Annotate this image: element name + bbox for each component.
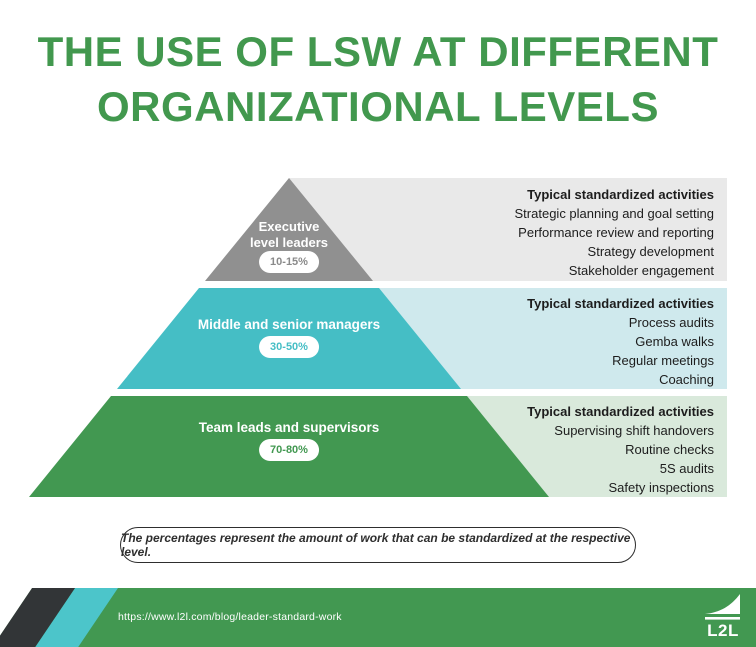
- activity-item: Gemba walks: [635, 334, 714, 349]
- activity-item: Strategy development: [587, 244, 714, 259]
- page-title-line2: ORGANIZATIONAL LEVELS: [97, 83, 659, 130]
- activity-item: Regular meetings: [612, 353, 714, 368]
- percent-badge-teamleads: 70-80%: [259, 439, 319, 461]
- activities-title: Typical standardized activities: [527, 404, 714, 419]
- footnote-box: The percentages represent the amount of …: [120, 527, 636, 563]
- tier-label-executive: Executive level leaders: [250, 219, 328, 251]
- tier-label-teamleads: Team leads and supervisors: [198, 420, 380, 435]
- footer-bar: https://www.l2l.com/blog/leader-standard…: [0, 588, 756, 647]
- activity-item: Supervising shift handovers: [554, 423, 714, 438]
- l2l-logo-ramp-icon: [705, 594, 740, 614]
- page-title: THE USE OF LSW AT DIFFERENT ORGANIZATION…: [0, 24, 756, 134]
- activity-item: Performance review and reporting: [518, 225, 714, 240]
- activity-item: 5S audits: [659, 461, 714, 476]
- l2l-logo-underline: [705, 617, 740, 620]
- source-url: https://www.l2l.com/blog/leader-standard…: [118, 611, 342, 623]
- activity-item: Strategic planning and goal setting: [514, 206, 714, 221]
- activity-item: Safety inspections: [608, 480, 714, 495]
- activities-title: Typical standardized activities: [527, 296, 714, 311]
- activity-item: Coaching: [659, 372, 714, 387]
- activity-item: Routine checks: [625, 442, 714, 457]
- activities-band-executive: Typical standardized activities Strategi…: [289, 178, 727, 281]
- footnote-text: The percentages represent the amount of …: [121, 531, 631, 559]
- activity-item: Stakeholder engagement: [568, 263, 714, 278]
- l2l-logo: L2L: [705, 594, 740, 640]
- percent-badge-managers: 30-50%: [259, 336, 319, 358]
- tier-label-line1: Executive: [258, 219, 320, 234]
- percent-badge-executive: 10-15%: [259, 251, 319, 273]
- tier-label-managers: Middle and senior managers: [197, 317, 381, 332]
- activities-band-teamleads: Typical standardized activities Supervis…: [289, 396, 727, 497]
- activities-title: Typical standardized activities: [527, 187, 714, 202]
- tier-label-line2: level leaders: [249, 235, 329, 250]
- l2l-logo-text: L2L: [707, 621, 739, 640]
- activities-band-managers: Typical standardized activities Process …: [289, 288, 727, 389]
- activity-item: Process audits: [628, 315, 714, 330]
- page-title-line1: THE USE OF LSW AT DIFFERENT: [37, 28, 719, 75]
